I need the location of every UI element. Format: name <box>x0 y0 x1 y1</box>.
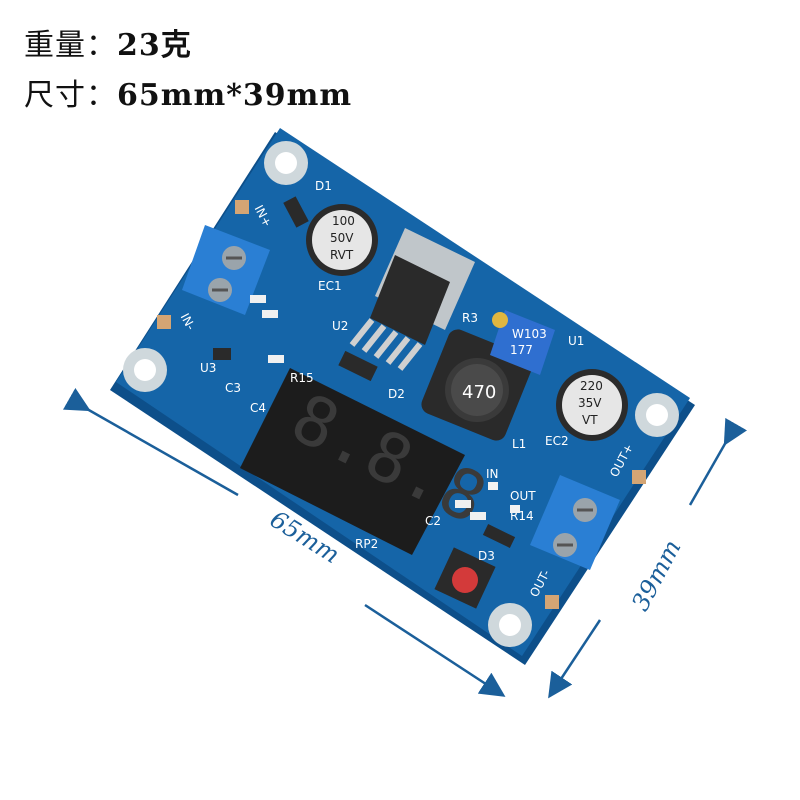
width-label: 39mm <box>626 535 686 615</box>
d2-label: D2 <box>388 387 405 401</box>
c4-label: C4 <box>250 401 266 415</box>
rp2-label: RP2 <box>355 537 378 551</box>
mounting-hole <box>635 393 679 437</box>
cap2-marking-1: 220 <box>580 379 603 393</box>
cap1-marking-3: RVT <box>330 248 354 262</box>
u2-label: U2 <box>332 319 348 333</box>
c3-label: C3 <box>225 381 241 395</box>
copper-pad <box>632 470 646 484</box>
cap2-marking-2: 35V <box>578 396 602 410</box>
weight-label: 重量： <box>24 28 117 63</box>
potentiometer: W103 177 <box>490 310 555 375</box>
copper-pad <box>545 595 559 609</box>
d1-label: D1 <box>315 179 332 193</box>
mounting-hole <box>488 603 532 647</box>
diode-d2 <box>338 350 378 382</box>
output-terminal <box>530 475 620 570</box>
inductor-marking: 470 <box>462 382 496 403</box>
led-out <box>510 505 520 513</box>
d3-label: D3 <box>478 549 495 563</box>
c2-label: C2 <box>425 514 441 528</box>
ec2-label: EC2 <box>545 434 569 448</box>
led-out-label: OUT <box>510 489 536 503</box>
size-label: 尺寸： <box>24 78 117 113</box>
capacitor-ec2: 220 35V VT <box>556 369 628 441</box>
weight-spec: 重量：23克 <box>24 20 192 64</box>
u1-label: U1 <box>568 334 584 348</box>
transistor-u3 <box>213 348 231 360</box>
r15-label: R15 <box>290 371 314 385</box>
led-in <box>488 482 498 490</box>
l1-label: L1 <box>512 437 526 451</box>
mounting-hole <box>123 348 167 392</box>
input-terminal <box>182 225 270 315</box>
led-in-label: IN <box>486 467 499 481</box>
copper-pad <box>235 200 249 214</box>
smd-resistors <box>250 295 486 520</box>
pcb-board: IN+ IN- OUT+ OUT- 100 50V RVT EC1 220 35… <box>110 128 695 665</box>
regulator-ic <box>349 228 475 371</box>
push-button <box>434 547 496 609</box>
mounting-hole <box>264 141 308 185</box>
cap1-marking-2: 50V <box>330 231 354 245</box>
cap1-marking-1: 100 <box>332 214 355 228</box>
u3-label: U3 <box>200 361 216 375</box>
diode-d3 <box>482 524 516 548</box>
ec1-label: EC1 <box>318 279 342 293</box>
size-value: 65mm*39mm <box>117 78 353 113</box>
in-minus-label: IN- <box>178 311 198 332</box>
pot-marking: W103 <box>512 327 547 341</box>
copper-pad <box>157 315 171 329</box>
weight-value: 23克 <box>117 28 192 63</box>
diode-d1 <box>283 196 309 228</box>
size-spec: 尺寸：65mm*39mm <box>24 70 352 114</box>
pot-code: 177 <box>510 343 533 357</box>
capacitor-ec1: 100 50V RVT <box>306 204 378 276</box>
r3-label: R3 <box>462 311 478 325</box>
cap2-marking-3: VT <box>582 413 598 427</box>
